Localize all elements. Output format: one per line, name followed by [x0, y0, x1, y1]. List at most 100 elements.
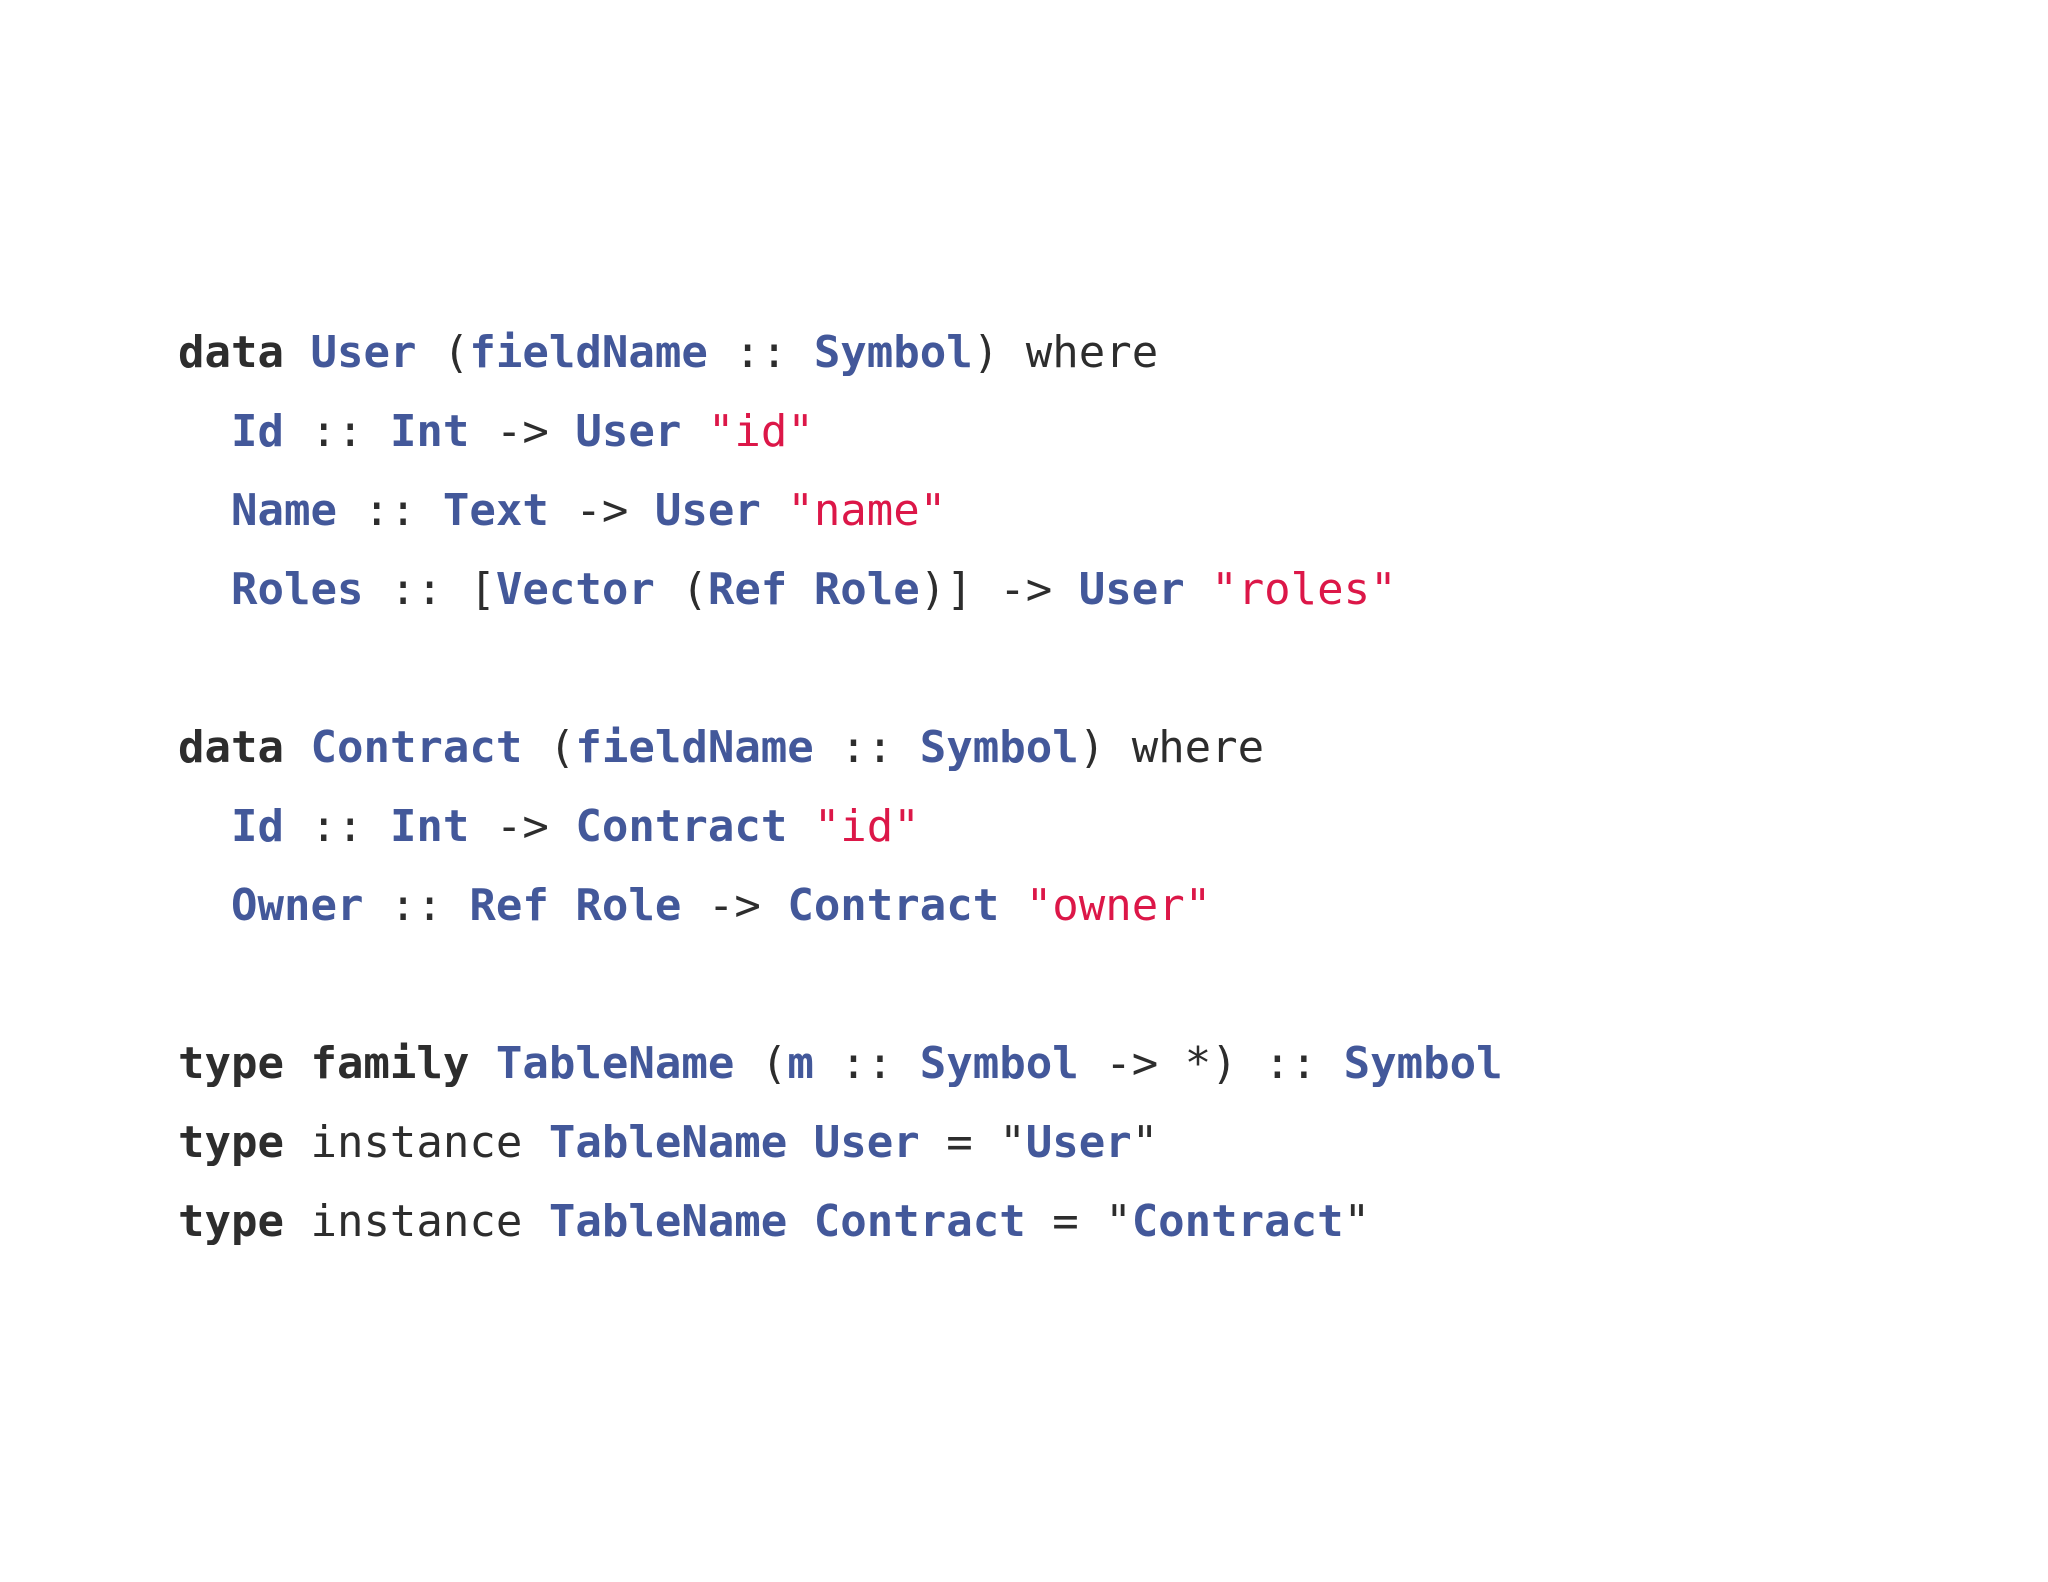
code-token: data [178, 722, 284, 773]
code-line: Id :: Int -> Contract "id" [178, 787, 1503, 866]
code-token: m [787, 1038, 814, 1089]
code-line: Name :: Text -> User "name" [178, 471, 1503, 550]
code-token: ( [654, 564, 708, 615]
code-token: -> [469, 406, 576, 457]
code-token [787, 564, 814, 615]
code-token: = " [919, 1117, 1026, 1168]
code-token [681, 406, 708, 457]
code-token: ) where [1078, 722, 1265, 773]
code-token: Id [230, 801, 284, 852]
code-line: type instance TableName User = "User" [178, 1103, 1503, 1182]
code-token: ) where [972, 327, 1159, 378]
code-token: User [1078, 564, 1185, 615]
code-token: Id [230, 406, 284, 457]
code-token: User [310, 327, 417, 378]
code-token [787, 1196, 814, 1247]
code-token: type [178, 1117, 284, 1168]
code-line: Roles :: [Vector (Ref Role)] -> User "ro… [178, 550, 1503, 629]
code-token: User [575, 406, 682, 457]
code-snippet: data User (fieldName :: Symbol) where Id… [178, 313, 1503, 1261]
code-token: Int [389, 801, 470, 852]
code-token: Contract [813, 1196, 1026, 1247]
code-token: Vector [495, 564, 655, 615]
code-token [787, 1117, 814, 1168]
code-line: data Contract (fieldName :: Symbol) wher… [178, 708, 1503, 787]
code-token: " [1343, 1196, 1371, 1247]
code-token [1185, 564, 1212, 615]
code-token: :: [363, 880, 470, 931]
code-token [284, 327, 311, 378]
code-token: Ref [469, 880, 549, 931]
code-token: :: [336, 485, 443, 536]
code-token: fieldName [469, 327, 708, 378]
code-token: TableName [495, 1038, 735, 1089]
code-token: = " [1025, 1196, 1132, 1247]
code-token: type [178, 1196, 284, 1247]
code-token: Int [389, 406, 470, 457]
code-token: :: [813, 722, 920, 773]
code-token: -> *) :: [1078, 1038, 1344, 1089]
code-token: Symbol [919, 722, 1079, 773]
code-token: TableName [548, 1196, 788, 1247]
code-token [178, 880, 231, 931]
code-line: data User (fieldName :: Symbol) where [178, 313, 1503, 392]
code-token: ( [416, 327, 470, 378]
code-token [178, 801, 231, 852]
code-token: ( [522, 722, 576, 773]
code-token: User [813, 1117, 920, 1168]
code-token [761, 485, 788, 536]
code-line: Owner :: Ref Role -> Contract "owner" [178, 866, 1503, 945]
code-token: Owner [230, 880, 364, 931]
code-token: fieldName [575, 722, 814, 773]
code-token [549, 880, 576, 931]
code-token: :: [ [363, 564, 496, 615]
code-token: Ref [707, 564, 788, 615]
code-token: "name" [787, 485, 947, 536]
code-line [178, 629, 1503, 708]
code-token: Symbol [813, 327, 973, 378]
code-token: Roles [230, 564, 364, 615]
code-token [284, 722, 311, 773]
code-line: type instance TableName Contract = "Cont… [178, 1182, 1503, 1261]
code-token: Contract [1131, 1196, 1344, 1247]
code-token: Role [575, 880, 682, 931]
code-token: "owner" [1025, 880, 1212, 931]
code-token [469, 1038, 496, 1089]
code-token: TableName [548, 1117, 788, 1168]
code-token: Contract [787, 880, 1000, 931]
code-token: type family [178, 1038, 470, 1089]
code-token: User [654, 485, 761, 536]
code-token: "id" [813, 801, 920, 852]
code-token: :: [283, 406, 390, 457]
code-token: Symbol [919, 1038, 1079, 1089]
code-token [178, 564, 231, 615]
code-token: instance [283, 1196, 549, 1247]
code-token: Name [230, 485, 337, 536]
code-line: Id :: Int -> User "id" [178, 392, 1503, 471]
code-token: :: [813, 1038, 920, 1089]
code-token: Contract [575, 801, 788, 852]
code-token [178, 406, 231, 457]
code-token: -> [548, 485, 655, 536]
code-token: "id" [707, 406, 814, 457]
code-token [178, 485, 231, 536]
code-token: ( [734, 1038, 788, 1089]
code-token [787, 801, 814, 852]
code-token: :: [283, 801, 390, 852]
code-token: Contract [310, 722, 523, 773]
code-token: " [1131, 1117, 1159, 1168]
code-token: Symbol [1343, 1038, 1503, 1089]
code-token: -> [469, 801, 576, 852]
code-line [178, 945, 1503, 1024]
code-token: "roles" [1211, 564, 1397, 615]
code-token: User [1025, 1117, 1132, 1168]
code-token [999, 880, 1026, 931]
code-token: instance [283, 1117, 549, 1168]
code-token: )] -> [919, 564, 1079, 615]
code-token: Text [442, 485, 549, 536]
code-token: data [178, 327, 284, 378]
code-token: Role [813, 564, 920, 615]
code-line: type family TableName (m :: Symbol -> *)… [178, 1024, 1503, 1103]
code-token: -> [681, 880, 788, 931]
code-token: :: [707, 327, 814, 378]
